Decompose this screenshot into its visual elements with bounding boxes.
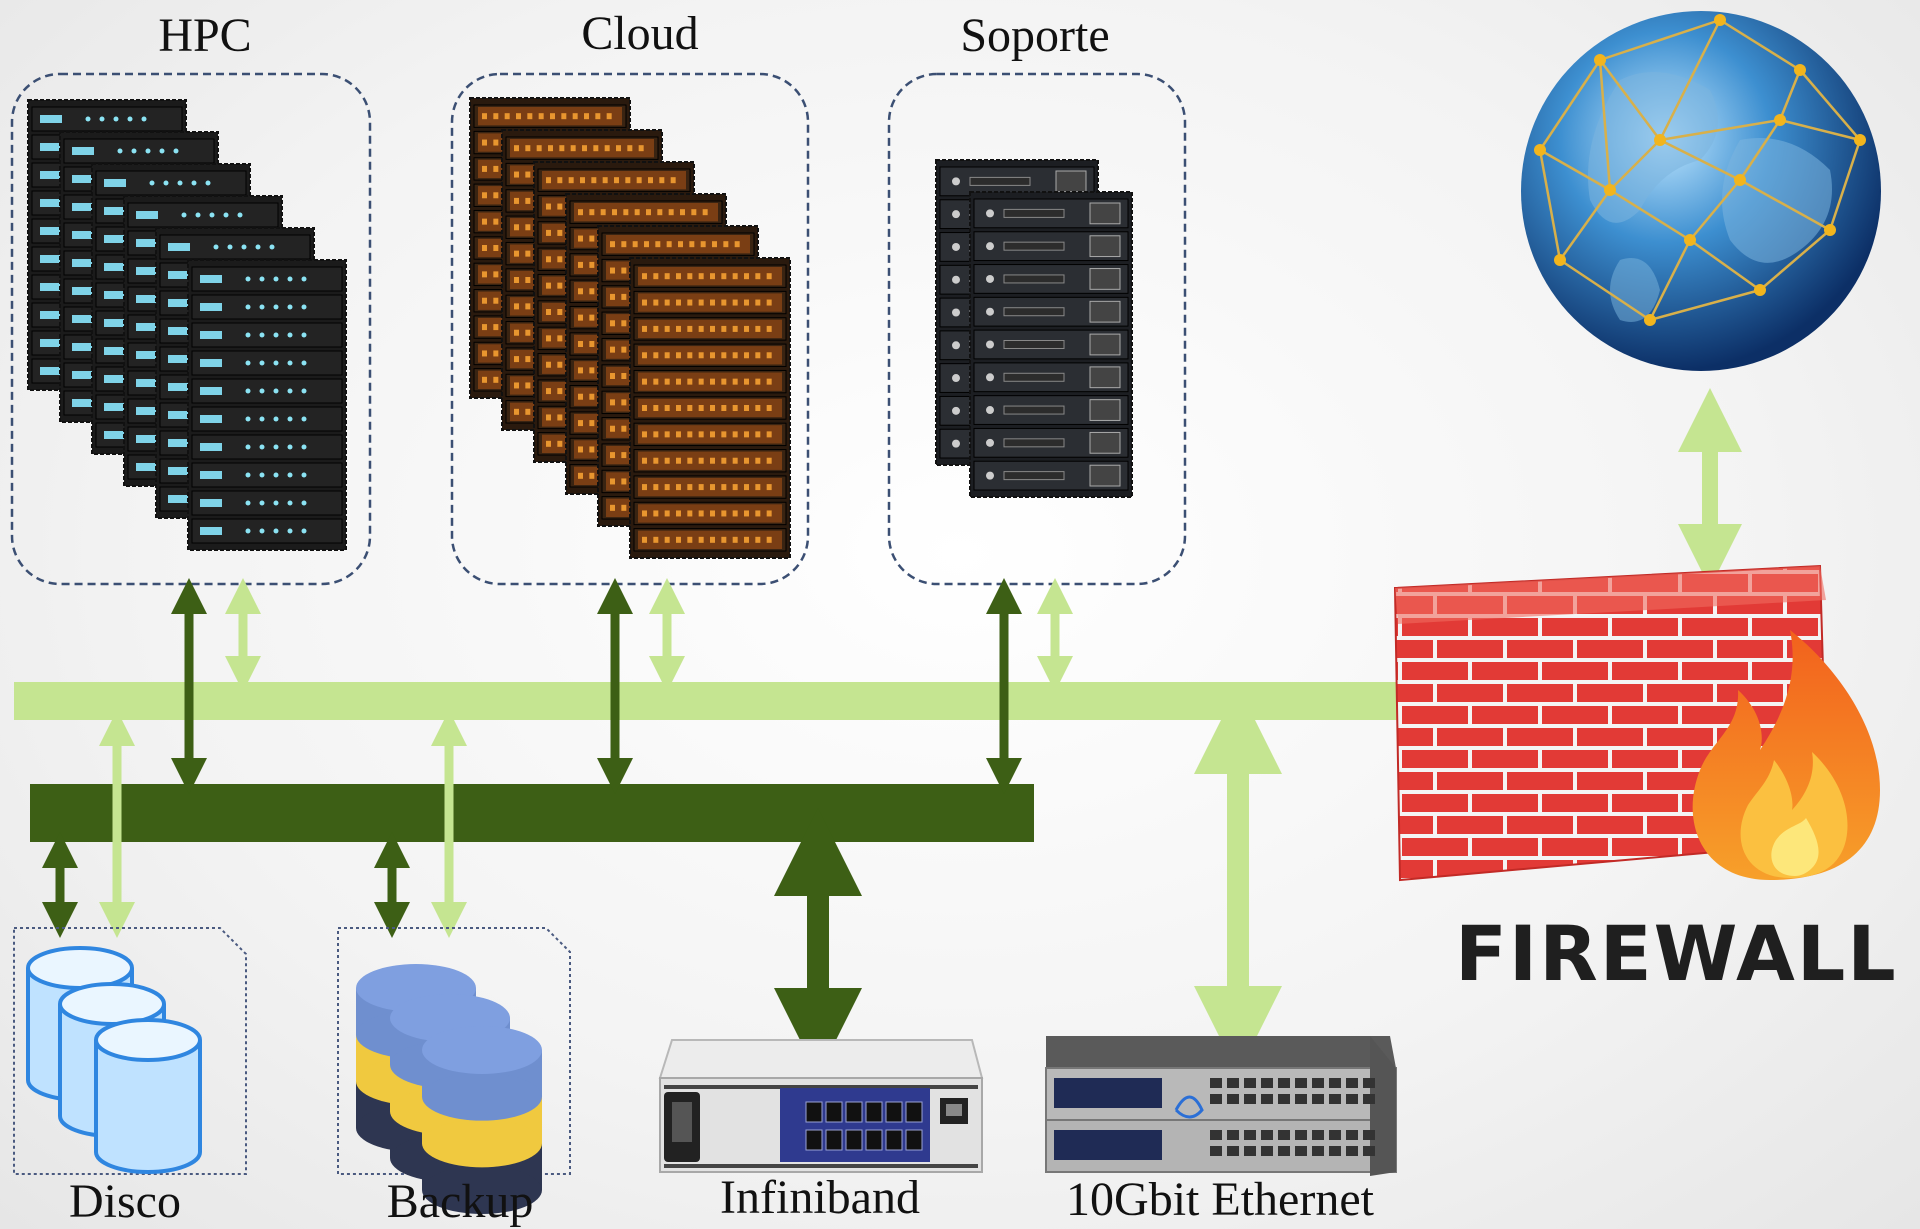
server-rack-icon	[629, 257, 791, 559]
support-server-stack	[935, 159, 1133, 498]
disk-label: Disco	[69, 1175, 181, 1228]
database-cylinder	[94, 1018, 202, 1174]
backup-cylinder	[422, 1026, 542, 1214]
ethernet-bus	[14, 682, 1404, 720]
ethernet-label: 10Gbit Ethernet	[1066, 1173, 1374, 1226]
connection-arrows	[42, 388, 1742, 1076]
infiniband-label: Infiniband	[720, 1171, 920, 1224]
hpc-group-frame	[10, 72, 372, 586]
ethernet-switch-icon	[1045, 1036, 1397, 1176]
database-icon	[13, 927, 247, 1175]
server-rack-icon	[969, 191, 1133, 498]
hpc-label: HPC	[158, 9, 252, 62]
backup-label: Backup	[386, 1175, 534, 1228]
support-label: Soporte	[960, 9, 1110, 62]
firewall-label: FIREWALL	[1455, 909, 1898, 998]
infiniband-switch-icon	[658, 1039, 984, 1173]
hpc-server-stack	[27, 99, 347, 551]
server-rack-icon	[187, 259, 347, 551]
flame-icon	[1692, 630, 1880, 880]
backup-database-icon	[337, 927, 571, 1214]
infiniband-bus	[30, 784, 1034, 842]
cloud-label: Cloud	[581, 7, 699, 60]
cloud-server-stack	[469, 97, 791, 559]
globe-icon	[1521, 11, 1881, 371]
